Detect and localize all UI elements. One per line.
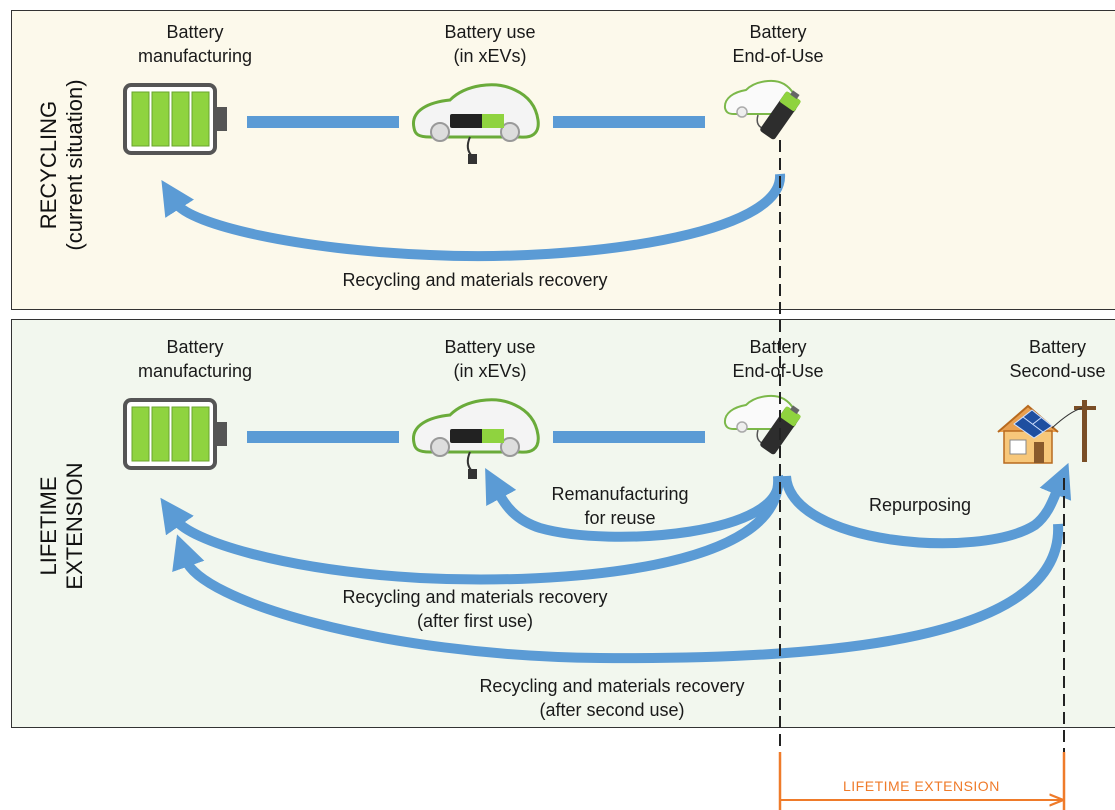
bottom-manufacturing-label: Battery manufacturing [137,337,253,381]
top-recycling-arrow [161,173,785,262]
top-recycling-flow-label: Recycling and materials recovery [342,270,608,290]
top-connector-1 [247,116,399,128]
top-connector-2 [553,116,705,128]
battery-icon [123,398,227,470]
bottom-connector-2 [553,431,705,443]
electric-car-icon [412,83,540,164]
lifetime-extension-label: LIFETIME EXTENSION [843,778,1000,794]
remanufacturing-arrow [485,468,784,542]
bottom-use-label: Battery use (in xEVs) [444,337,536,381]
recycling-panel [11,10,1115,310]
end-of-use-icon [723,79,801,140]
bottom-connector-1 [247,431,399,443]
repurposing-label: Repurposing [868,495,972,515]
recycling-first-use-label: Recycling and materials recovery (after … [342,587,608,631]
bottom-second-use-label: Battery Second-use [1009,337,1106,381]
recycling-second-use-arrow [172,523,1064,664]
bottom-end-of-use-label: Battery End-of-Use [732,337,824,381]
house-solar-icon [997,400,1096,464]
electric-car-icon [412,398,540,479]
top-use-label: Battery use (in xEVs) [444,22,536,66]
recycling-first-use-arrow [160,475,784,585]
top-manufacturing-label: Battery manufacturing [137,22,253,66]
battery-icon [123,83,227,155]
top-end-of-use-label: Battery End-of-Use [732,22,824,66]
remanufacturing-label: Remanufacturing for reuse [551,484,689,528]
end-of-use-icon [723,394,801,455]
repurposing-arrow [781,462,1072,549]
recycling-second-use-label: Recycling and materials recovery (after … [479,676,745,720]
